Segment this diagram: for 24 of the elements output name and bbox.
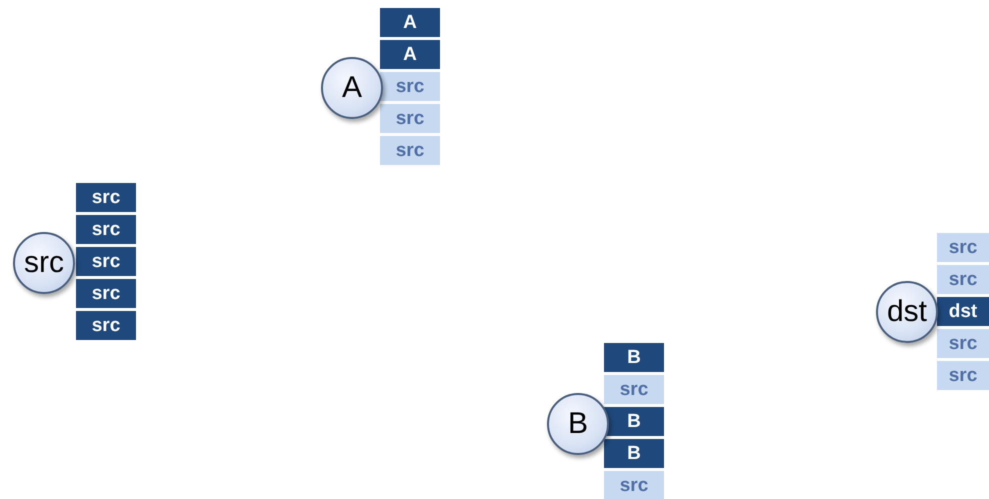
table-cell: dst bbox=[937, 297, 989, 326]
table-cell: src bbox=[380, 104, 440, 133]
node-circle: src bbox=[13, 232, 75, 294]
node-circle: A bbox=[321, 57, 383, 119]
table-cell: src bbox=[937, 329, 989, 358]
table-cell: A bbox=[380, 8, 440, 37]
table-cell: src bbox=[937, 361, 989, 390]
table-cell: src bbox=[937, 265, 989, 294]
table-cell: src bbox=[76, 311, 136, 340]
table-cell: B bbox=[604, 343, 664, 372]
table-cell: src bbox=[937, 233, 989, 262]
node-circle: dst bbox=[876, 281, 938, 343]
table-cell: src bbox=[76, 247, 136, 276]
table-cell: src bbox=[380, 72, 440, 101]
table-cell: A bbox=[380, 40, 440, 69]
node-circle: B bbox=[547, 393, 609, 455]
table-cell: src bbox=[76, 183, 136, 212]
table-cell: src bbox=[76, 279, 136, 308]
table-cell: src bbox=[604, 471, 664, 499]
table-cell: B bbox=[604, 407, 664, 436]
table-cell: src bbox=[604, 375, 664, 404]
table-cell: src bbox=[380, 136, 440, 165]
table-cell: B bbox=[604, 439, 664, 468]
table-cell: src bbox=[76, 215, 136, 244]
